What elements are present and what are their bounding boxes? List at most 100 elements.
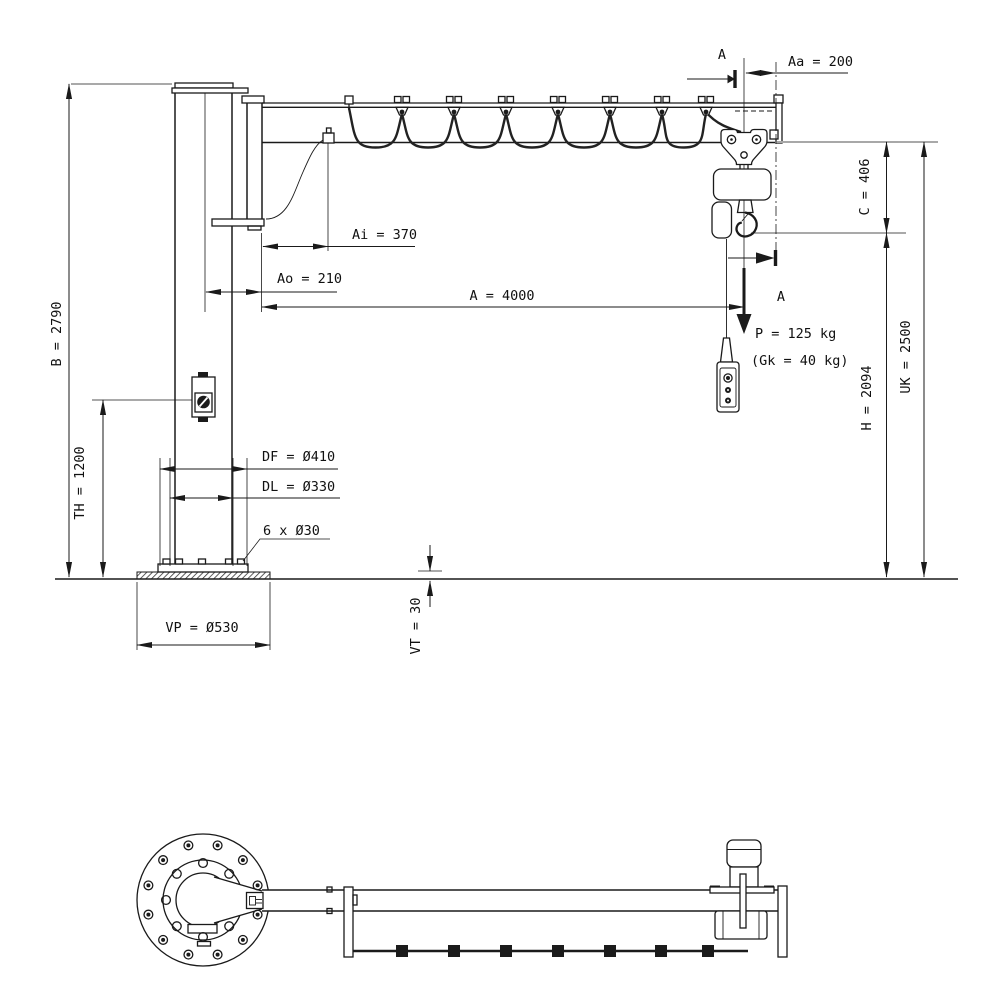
dimension-vp: VP = Ø530	[136, 582, 271, 650]
festoon-fixed-clamp	[344, 95, 354, 105]
inner-ring-holes	[160, 857, 235, 943]
junction-box-plan	[326, 886, 333, 893]
rail-end-block	[773, 94, 784, 104]
column	[171, 82, 265, 564]
pendant-control	[716, 239, 740, 413]
festoon-clamp-plan	[655, 945, 667, 957]
festoon-loop	[452, 113, 508, 149]
base-plate	[157, 563, 249, 573]
pivot-clevis	[245, 891, 264, 910]
dim-label-b: B = 2790	[49, 301, 65, 366]
flange-bolt-holes	[143, 840, 263, 960]
hoist-plan	[709, 839, 775, 940]
festoon-support-collar	[343, 886, 354, 958]
ring-hole	[224, 868, 235, 879]
column-cap	[174, 82, 234, 89]
bolt-hole	[158, 934, 169, 945]
ring-hole	[171, 868, 182, 879]
sleeve-foot	[247, 225, 262, 231]
dimension-ai: Ai = 370	[261, 143, 417, 312]
anchor-bolt	[174, 558, 184, 565]
dimension-a: A = 4000	[261, 288, 745, 311]
section-marker-bottom: A	[728, 250, 785, 305]
load-annotation: P = 125 kg (Gk = 40 kg)	[736, 268, 849, 369]
dimension-vt: VT = 30	[408, 545, 442, 654]
hoist-body	[712, 168, 772, 201]
festoon-trolley	[601, 95, 619, 116]
festoon-clamp-plan	[702, 945, 714, 957]
festoon-trolley	[393, 95, 411, 116]
trolley-wheel	[726, 134, 737, 145]
bolt-hole	[212, 949, 223, 960]
leader-line	[242, 538, 330, 562]
dimension-bolt-circle: 6 x Ø30	[242, 523, 330, 562]
trolley-plate	[720, 128, 768, 166]
collar-tab	[352, 894, 358, 906]
dim-label-uk: UK = 2500	[898, 320, 914, 393]
bolt-hole	[252, 909, 263, 920]
head-plate	[171, 87, 249, 94]
hoist-motor	[726, 839, 762, 868]
festoon-loop	[660, 113, 708, 149]
festoon-trolley	[497, 95, 515, 116]
dim-label-a: A = 4000	[469, 288, 534, 304]
dimension-uk: UK = 2500	[898, 141, 928, 578]
festoon-loop	[347, 107, 404, 149]
isolator-switch	[191, 372, 216, 422]
ring-hole	[197, 857, 209, 869]
anchor-bolt	[197, 558, 207, 565]
dimension-df: DF = Ø410	[159, 449, 338, 566]
bolt-hole	[212, 840, 223, 851]
dim-label-vt: VT = 30	[408, 598, 424, 655]
chain-guide-slot	[739, 873, 747, 929]
end-stop-bumper	[769, 129, 779, 140]
boom-end-plate-plan	[777, 885, 788, 958]
festoon-trolleys	[393, 95, 715, 116]
sleeve-top-flange	[241, 95, 265, 104]
dim-label-ao: Ao = 210	[277, 271, 342, 287]
festoon-trolley	[549, 95, 567, 116]
dim-label-h: H = 2094	[859, 365, 875, 430]
strain-relief	[719, 337, 734, 363]
dimension-b: B = 2790	[49, 83, 172, 578]
dim-label-th: TH = 1200	[72, 446, 88, 519]
dim-label-vp: VP = Ø530	[165, 620, 238, 636]
anchor-bolt	[162, 558, 171, 565]
side-elevation-view: P = 125 kg (Gk = 40 kg) A A B = 2790 TH …	[49, 47, 958, 654]
ring-hole	[160, 894, 172, 906]
sleeve-bottom-flange	[211, 218, 265, 227]
bolt-hole	[237, 934, 248, 945]
foundation	[55, 558, 958, 580]
section-label: A	[777, 289, 785, 305]
clamp-lug	[187, 923, 218, 934]
festoon-clamp-plan	[552, 945, 564, 957]
bolt-hole	[183, 949, 194, 960]
bolt-hole	[183, 840, 194, 851]
festoon-loop	[400, 113, 456, 149]
festoon-clamp-plan	[396, 945, 408, 957]
dim-label-dl: DL = Ø330	[262, 479, 335, 495]
festoon-trolley	[445, 95, 463, 116]
junction-box-plan	[326, 907, 333, 915]
festoon-loop	[504, 113, 560, 149]
dimension-aa: Aa = 200	[745, 54, 853, 77]
load-arrow-head	[736, 314, 752, 334]
festoon-trolley	[653, 95, 671, 116]
dim-label-c: C = 406	[857, 159, 873, 216]
festoon-trolley	[697, 95, 715, 116]
dimension-dl: DL = Ø330	[169, 458, 340, 566]
dimension-ao: Ao = 210	[205, 271, 342, 296]
festoon-clamp-plan	[448, 945, 460, 957]
section-label: A	[718, 47, 726, 63]
bolt-hole	[158, 855, 169, 866]
bolt-hole	[237, 855, 248, 866]
grout-pad	[136, 571, 271, 580]
junction-box	[322, 132, 335, 144]
clamp-lug-tab	[196, 940, 212, 947]
power-supply-cable	[265, 139, 324, 220]
section-marker-top: A	[687, 47, 737, 88]
hook-shank	[736, 199, 754, 214]
suspension-pin	[740, 151, 748, 159]
